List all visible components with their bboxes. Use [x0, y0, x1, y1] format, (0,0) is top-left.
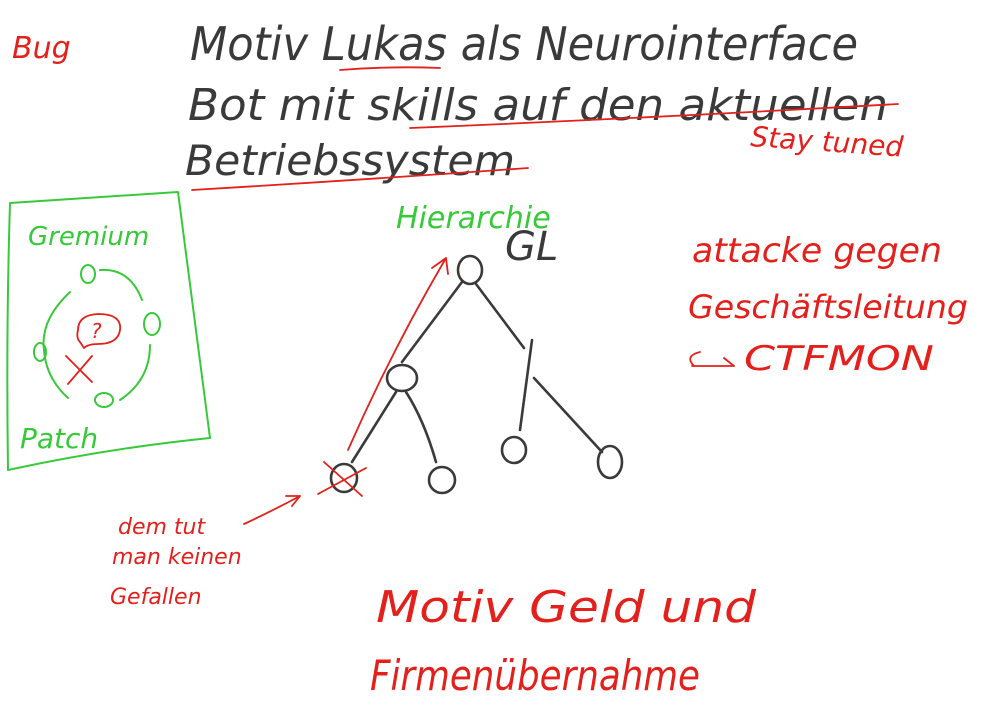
attacke-line-2: Geschäftsleitung [688, 288, 968, 326]
tree-node-left-left [329, 462, 359, 494]
patch-label: Patch [20, 422, 98, 455]
removed-member-cross [65, 355, 93, 385]
ctfmon-arrow [689, 351, 735, 367]
tree-edge-root-right [474, 282, 526, 350]
gefallen-line-2: man keinen [112, 545, 242, 570]
ctfmon-label: CTFMON [744, 339, 934, 379]
question-bubble [76, 313, 121, 349]
motiv-line-1: Motiv Geld und [376, 582, 757, 633]
tree-edge-right-upper [518, 338, 534, 432]
underline-lukas [339, 66, 441, 71]
question-mark: ? [91, 319, 102, 343]
tree-edge-root-left [400, 280, 464, 364]
crossed-node-mark [317, 461, 367, 497]
tree-edge-left-down-left [350, 390, 398, 464]
tree-node-root [456, 254, 484, 286]
tree-node-left [385, 363, 419, 393]
attacke-line-1: attacke gegen [692, 231, 942, 271]
underline-betriebssystem [191, 167, 529, 191]
gefallen-note: dem tut man keinen Gefallen [110, 515, 242, 610]
title-block: Motiv Lukas als Neurointerface Bot mit s… [185, 17, 899, 191]
gremium-member-right [143, 312, 161, 336]
title-line-3: Betriebssystem [185, 136, 515, 185]
gremium-member-bottom [94, 392, 114, 408]
underline-skills [409, 103, 899, 129]
hierarchy-tree: Hierarchie GL [243, 201, 624, 525]
motiv-line-2: Firmenübernahme [370, 651, 700, 700]
tree-node-left-right [427, 465, 457, 495]
gremium-member-top [80, 264, 96, 284]
attack-arrow [347, 257, 449, 451]
gremium-member-ring [42, 268, 151, 401]
gremium-member-left [33, 342, 47, 362]
tree-node-right-right [596, 444, 624, 480]
tree-edge-left-down-right [404, 390, 438, 464]
title-line-1: Motiv Lukas als Neurointerface [190, 17, 858, 71]
gremium-box-outline [6, 191, 211, 471]
pointer-arrow [243, 495, 301, 525]
tree-edge-right-down [532, 376, 604, 454]
gremium-box: Gremium Patch ? [6, 191, 211, 471]
attacke-note: attacke gegen Geschäftsleitung CTFMON [688, 231, 968, 379]
tree-node-right-left [500, 435, 528, 465]
motiv-geld-note: Motiv Geld und Firmenübernahme [370, 582, 757, 700]
gl-label: GL [505, 224, 558, 270]
gefallen-line-1: dem tut [118, 515, 206, 540]
hierarchie-label: Hierarchie [396, 201, 551, 236]
bug-note: Bug [12, 31, 71, 66]
gefallen-line-3: Gefallen [110, 585, 202, 610]
gremium-label: Gremium [28, 222, 149, 252]
